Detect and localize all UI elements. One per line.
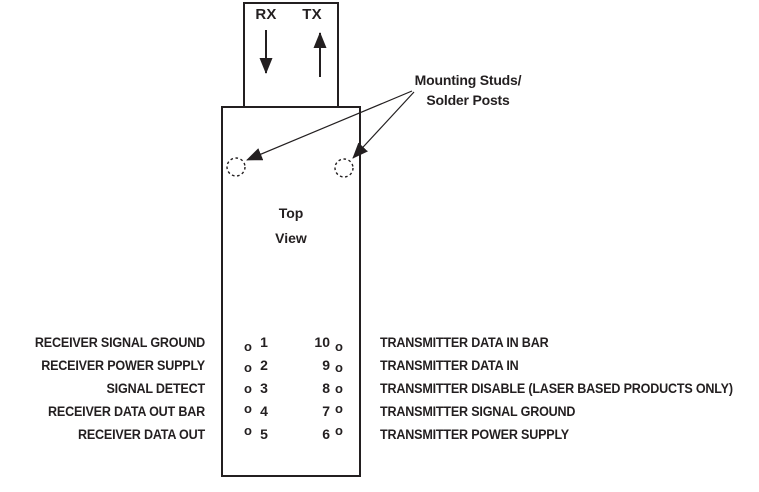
tx-label: TX: [302, 6, 322, 23]
mounting-stud-right-icon: [334, 158, 354, 178]
pin-row: RECEIVER DATA OUT BAR o 4 7 o TRANSMITTE…: [0, 400, 759, 423]
mounting-note-pointer-right: [352, 91, 415, 159]
pin-function-label-right: TRANSMITTER DISABLE (LASER BASED PRODUCT…: [380, 381, 733, 396]
pin-function-label-right: TRANSMITTER SIGNAL GROUND: [380, 404, 576, 419]
mounting-studs-note-line2: Solder Posts: [426, 92, 510, 108]
pin-row: RECEIVER POWER SUPPLY o 2 9 o TRANSMITTE…: [0, 354, 759, 377]
pin-function-label-left: SIGNAL DETECT: [106, 381, 205, 396]
pin-function-label-right: TRANSMITTER DATA IN: [380, 358, 519, 373]
mounting-note-pointer-left: [246, 90, 413, 161]
pin-hole-left-icon: o: [244, 360, 252, 375]
pin-number-left: 1: [260, 334, 268, 350]
pin-function-label-right: TRANSMITTER POWER SUPPLY: [380, 427, 569, 442]
pin-function-label-right: TRANSMITTER DATA IN BAR: [380, 335, 549, 350]
optical-port-outline: [243, 2, 339, 106]
pin-number-right: 9: [322, 357, 330, 373]
pin-function-label-left: RECEIVER DATA OUT: [77, 427, 205, 442]
pin-number-left: 3: [260, 380, 268, 396]
mounting-studs-note-line1: Mounting Studs/: [414, 72, 522, 88]
pin-row: RECEIVER DATA OUT o 5 6 o TRANSMITTER PO…: [0, 423, 759, 446]
pin-row: SIGNAL DETECT o 3 8 o TRANSMITTER DISABL…: [0, 377, 759, 400]
pin-row: RECEIVER SIGNAL GROUND o 1 10 o TRANSMIT…: [0, 331, 759, 354]
pin-hole-right-icon: o: [335, 401, 343, 416]
pin-number-right: 8: [322, 380, 330, 396]
top-view-label-line2: View: [275, 230, 307, 246]
mounting-stud-left-icon: [226, 157, 246, 177]
pin-number-left: 4: [260, 403, 268, 419]
pin-hole-right-icon: o: [335, 360, 343, 375]
pin-number-right: 7: [322, 403, 330, 419]
pin-hole-left-icon: o: [244, 381, 252, 396]
top-view-label: Top View: [221, 201, 361, 251]
pin-hole-left-icon: o: [244, 423, 252, 438]
pin-hole-right-icon: o: [335, 423, 343, 438]
pin-number-left: 5: [260, 426, 268, 442]
pin-function-label-left: RECEIVER POWER SUPPLY: [41, 358, 205, 373]
pin-hole-right-icon: o: [335, 381, 343, 396]
pin-hole-left-icon: o: [244, 401, 252, 416]
pin-number-left: 2: [260, 357, 268, 373]
pin-number-right: 6: [322, 426, 330, 442]
pin-number-right: 10: [314, 334, 330, 350]
top-view-label-line1: Top: [278, 205, 304, 221]
pin-function-label-left: RECEIVER SIGNAL GROUND: [34, 335, 205, 350]
pin-function-label-left: RECEIVER DATA OUT BAR: [48, 404, 206, 419]
module-body-outline: [221, 106, 361, 477]
pin-hole-right-icon: o: [335, 339, 343, 354]
mounting-studs-note: Mounting Studs/ Solder Posts: [407, 70, 529, 110]
rx-label: RX: [255, 6, 277, 23]
pin-hole-left-icon: o: [244, 339, 252, 354]
